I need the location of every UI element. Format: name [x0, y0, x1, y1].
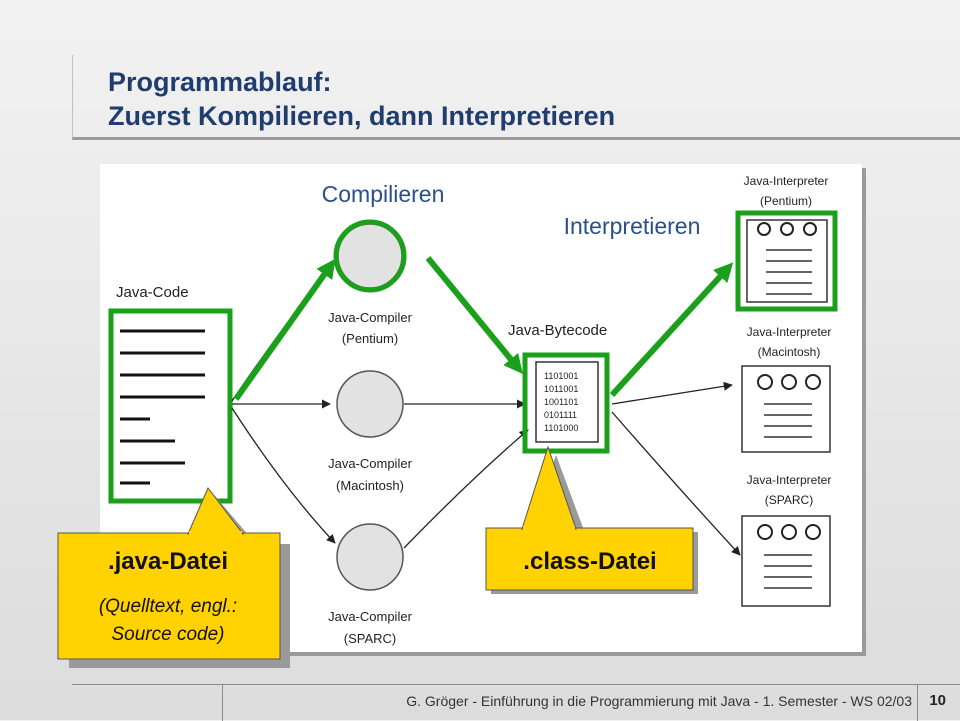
java-code-highlight	[108, 308, 233, 504]
footer-left-cell	[72, 685, 223, 721]
footer-text: G. Gröger - Einführung in die Programmie…	[406, 693, 912, 709]
compiler-sparc-label: Java-Compiler	[328, 609, 412, 624]
bytecode-line: 1011001	[544, 384, 578, 394]
interpreter-sparc-icon	[741, 515, 831, 607]
compiler-pentium-label: Java-Compiler	[328, 310, 412, 325]
footer-bar	[72, 684, 960, 721]
class-file-callout-title: .class-Datei	[523, 548, 656, 575]
interpreter-mac-platform: (Macintosh)	[758, 345, 821, 359]
interpreter-pentium-label: Java-Interpreter	[744, 174, 829, 188]
bytecode-highlight	[522, 352, 610, 454]
interpreter-pentium-platform: (Pentium)	[760, 194, 812, 208]
green-arrow-to-bytecode	[425, 256, 523, 374]
arrow-bytecode-to-interpreter-mac	[611, 381, 733, 405]
page-number: 10	[929, 692, 946, 709]
compiler-sparc-circle	[336, 523, 404, 591]
bytecode-line: 1101000	[544, 423, 578, 433]
title-frame	[72, 55, 960, 140]
compiler-pentium-highlight	[333, 219, 407, 293]
interpret-step-label: Interpretieren	[564, 213, 701, 239]
java-code-document-icon	[120, 329, 205, 485]
compiler-mac-circle	[336, 370, 404, 438]
java-file-callout-line2: (Quelltext, engl.:	[99, 596, 237, 617]
interpreter-sparc-platform: (SPARC)	[765, 493, 813, 507]
compiler-pentium-platform: (Pentium)	[342, 331, 398, 346]
bytecode-line: 0101111	[544, 410, 577, 420]
bytecode-line: 1101001	[544, 371, 578, 381]
arrow-code-to-compiler-sparc	[231, 407, 336, 544]
compiler-sparc-platform: (SPARC)	[344, 631, 396, 646]
interpreter-mac-label: Java-Interpreter	[747, 325, 832, 339]
interpreter-sparc-label: Java-Interpreter	[747, 473, 832, 487]
interpreter-pentium-icon	[746, 219, 828, 303]
interpreter-mac-icon	[741, 365, 831, 453]
compiler-mac-platform: (Macintosh)	[336, 478, 404, 493]
bytecode-line: 1001101	[544, 397, 578, 407]
class-file-callout: .class-Datei	[485, 445, 698, 594]
java-file-callout: .java-Datei (Quelltext, engl.: Source co…	[57, 487, 290, 668]
interpreter-pentium-highlight	[735, 210, 838, 312]
bytecode-document-icon	[535, 361, 599, 443]
footer-page-cell	[917, 685, 960, 721]
slide-title: Programmablauf: Zuerst Kompilieren, dann…	[108, 65, 615, 133]
arrow-bytecode-to-interpreter-sparc	[611, 411, 741, 556]
compile-step-label: Compilieren	[322, 181, 445, 207]
green-arrow-interpret	[609, 262, 734, 398]
compiler-mac-label: Java-Compiler	[328, 456, 412, 471]
arrow-compiler-sparc-to-bytecode	[403, 429, 529, 549]
green-arrow-compile	[233, 258, 336, 401]
java-code-label: Java-Code	[116, 284, 189, 301]
title-line-2: Zuerst Kompilieren, dann Interpretieren	[108, 101, 616, 131]
java-file-callout-line3: Source code)	[111, 624, 224, 645]
title-line-1: Programmablauf:	[108, 67, 332, 97]
java-file-callout-title: .java-Datei	[108, 548, 228, 575]
bytecode-label: Java-Bytecode	[508, 322, 607, 339]
